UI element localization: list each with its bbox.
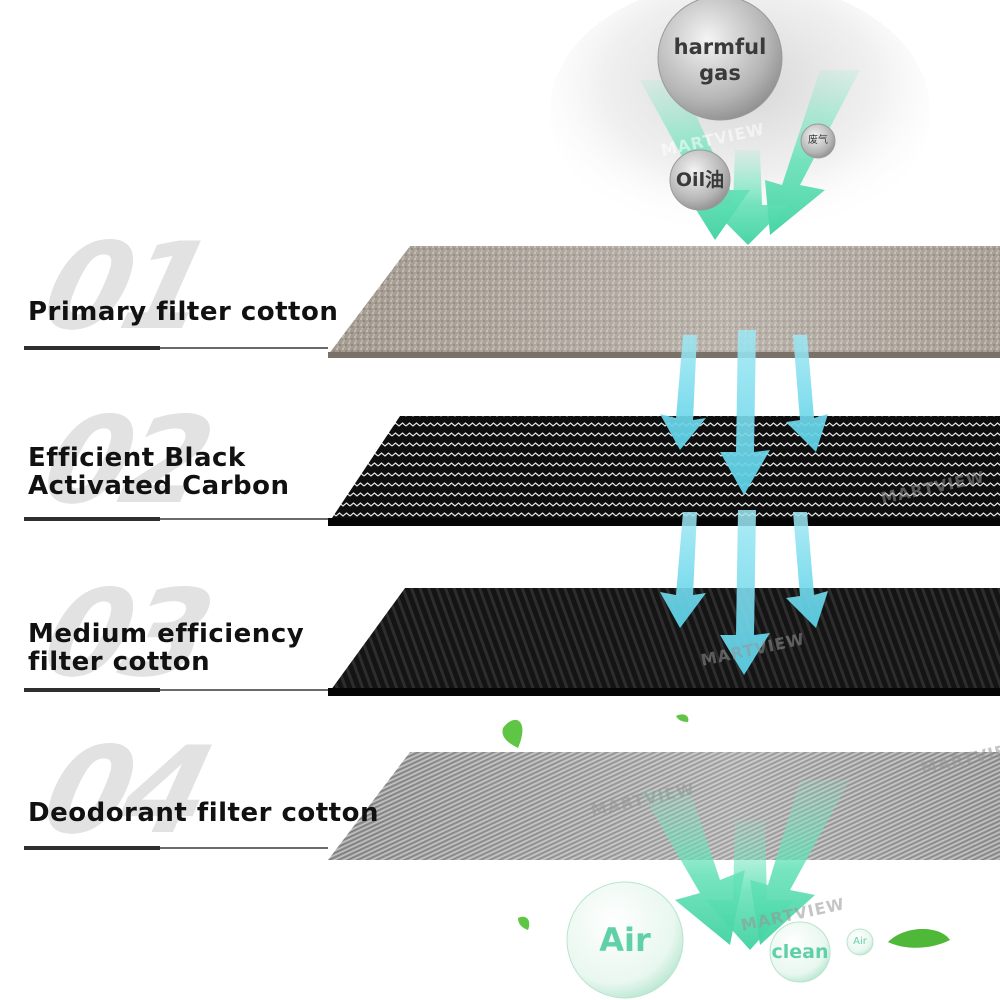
- waste-gas-text: 废气: [808, 135, 828, 146]
- smoke-cloud: [550, 0, 930, 240]
- outflow-arrows: [640, 780, 850, 950]
- harmful-gas-text: harmful gas: [673, 35, 767, 85]
- layer-label-1: Primary filter cotton: [28, 297, 339, 327]
- flow-arrows-row2: [660, 510, 828, 675]
- layer-label-2: Efficient Black Activated Carbon: [28, 443, 290, 501]
- clean-text: clean: [771, 941, 829, 963]
- layer-label-4: Deodorant filter cotton: [28, 798, 379, 828]
- air-large-text: Air: [599, 921, 651, 959]
- layer-underline-1: [24, 346, 328, 350]
- bubble-air-large: [566, 881, 684, 999]
- layer-activated-carbon: [328, 416, 1000, 524]
- layer-label-3: Medium efficiency filter cotton: [28, 619, 305, 677]
- layer-number-4: 04: [30, 722, 221, 861]
- layer-medium-efficiency: [328, 588, 1000, 694]
- oil-text: Oil油: [675, 169, 725, 191]
- air-small-text: Air: [853, 936, 867, 947]
- layer-underline-2: [24, 517, 328, 521]
- bubble-clean: [769, 921, 831, 983]
- bubble-air-small: [846, 928, 874, 956]
- layer-number-1: 01: [30, 218, 221, 357]
- bubble-harmful-gas: [657, 0, 783, 121]
- leaf-icons: [502, 714, 950, 948]
- inflow-arrow-center: [708, 150, 788, 245]
- flow-arrows-row1: [660, 330, 828, 495]
- layer-underline-3: [24, 688, 328, 692]
- bubble-waste-gas: [800, 123, 836, 159]
- bubble-oil: [669, 149, 731, 211]
- layer-underline-4: [24, 846, 328, 850]
